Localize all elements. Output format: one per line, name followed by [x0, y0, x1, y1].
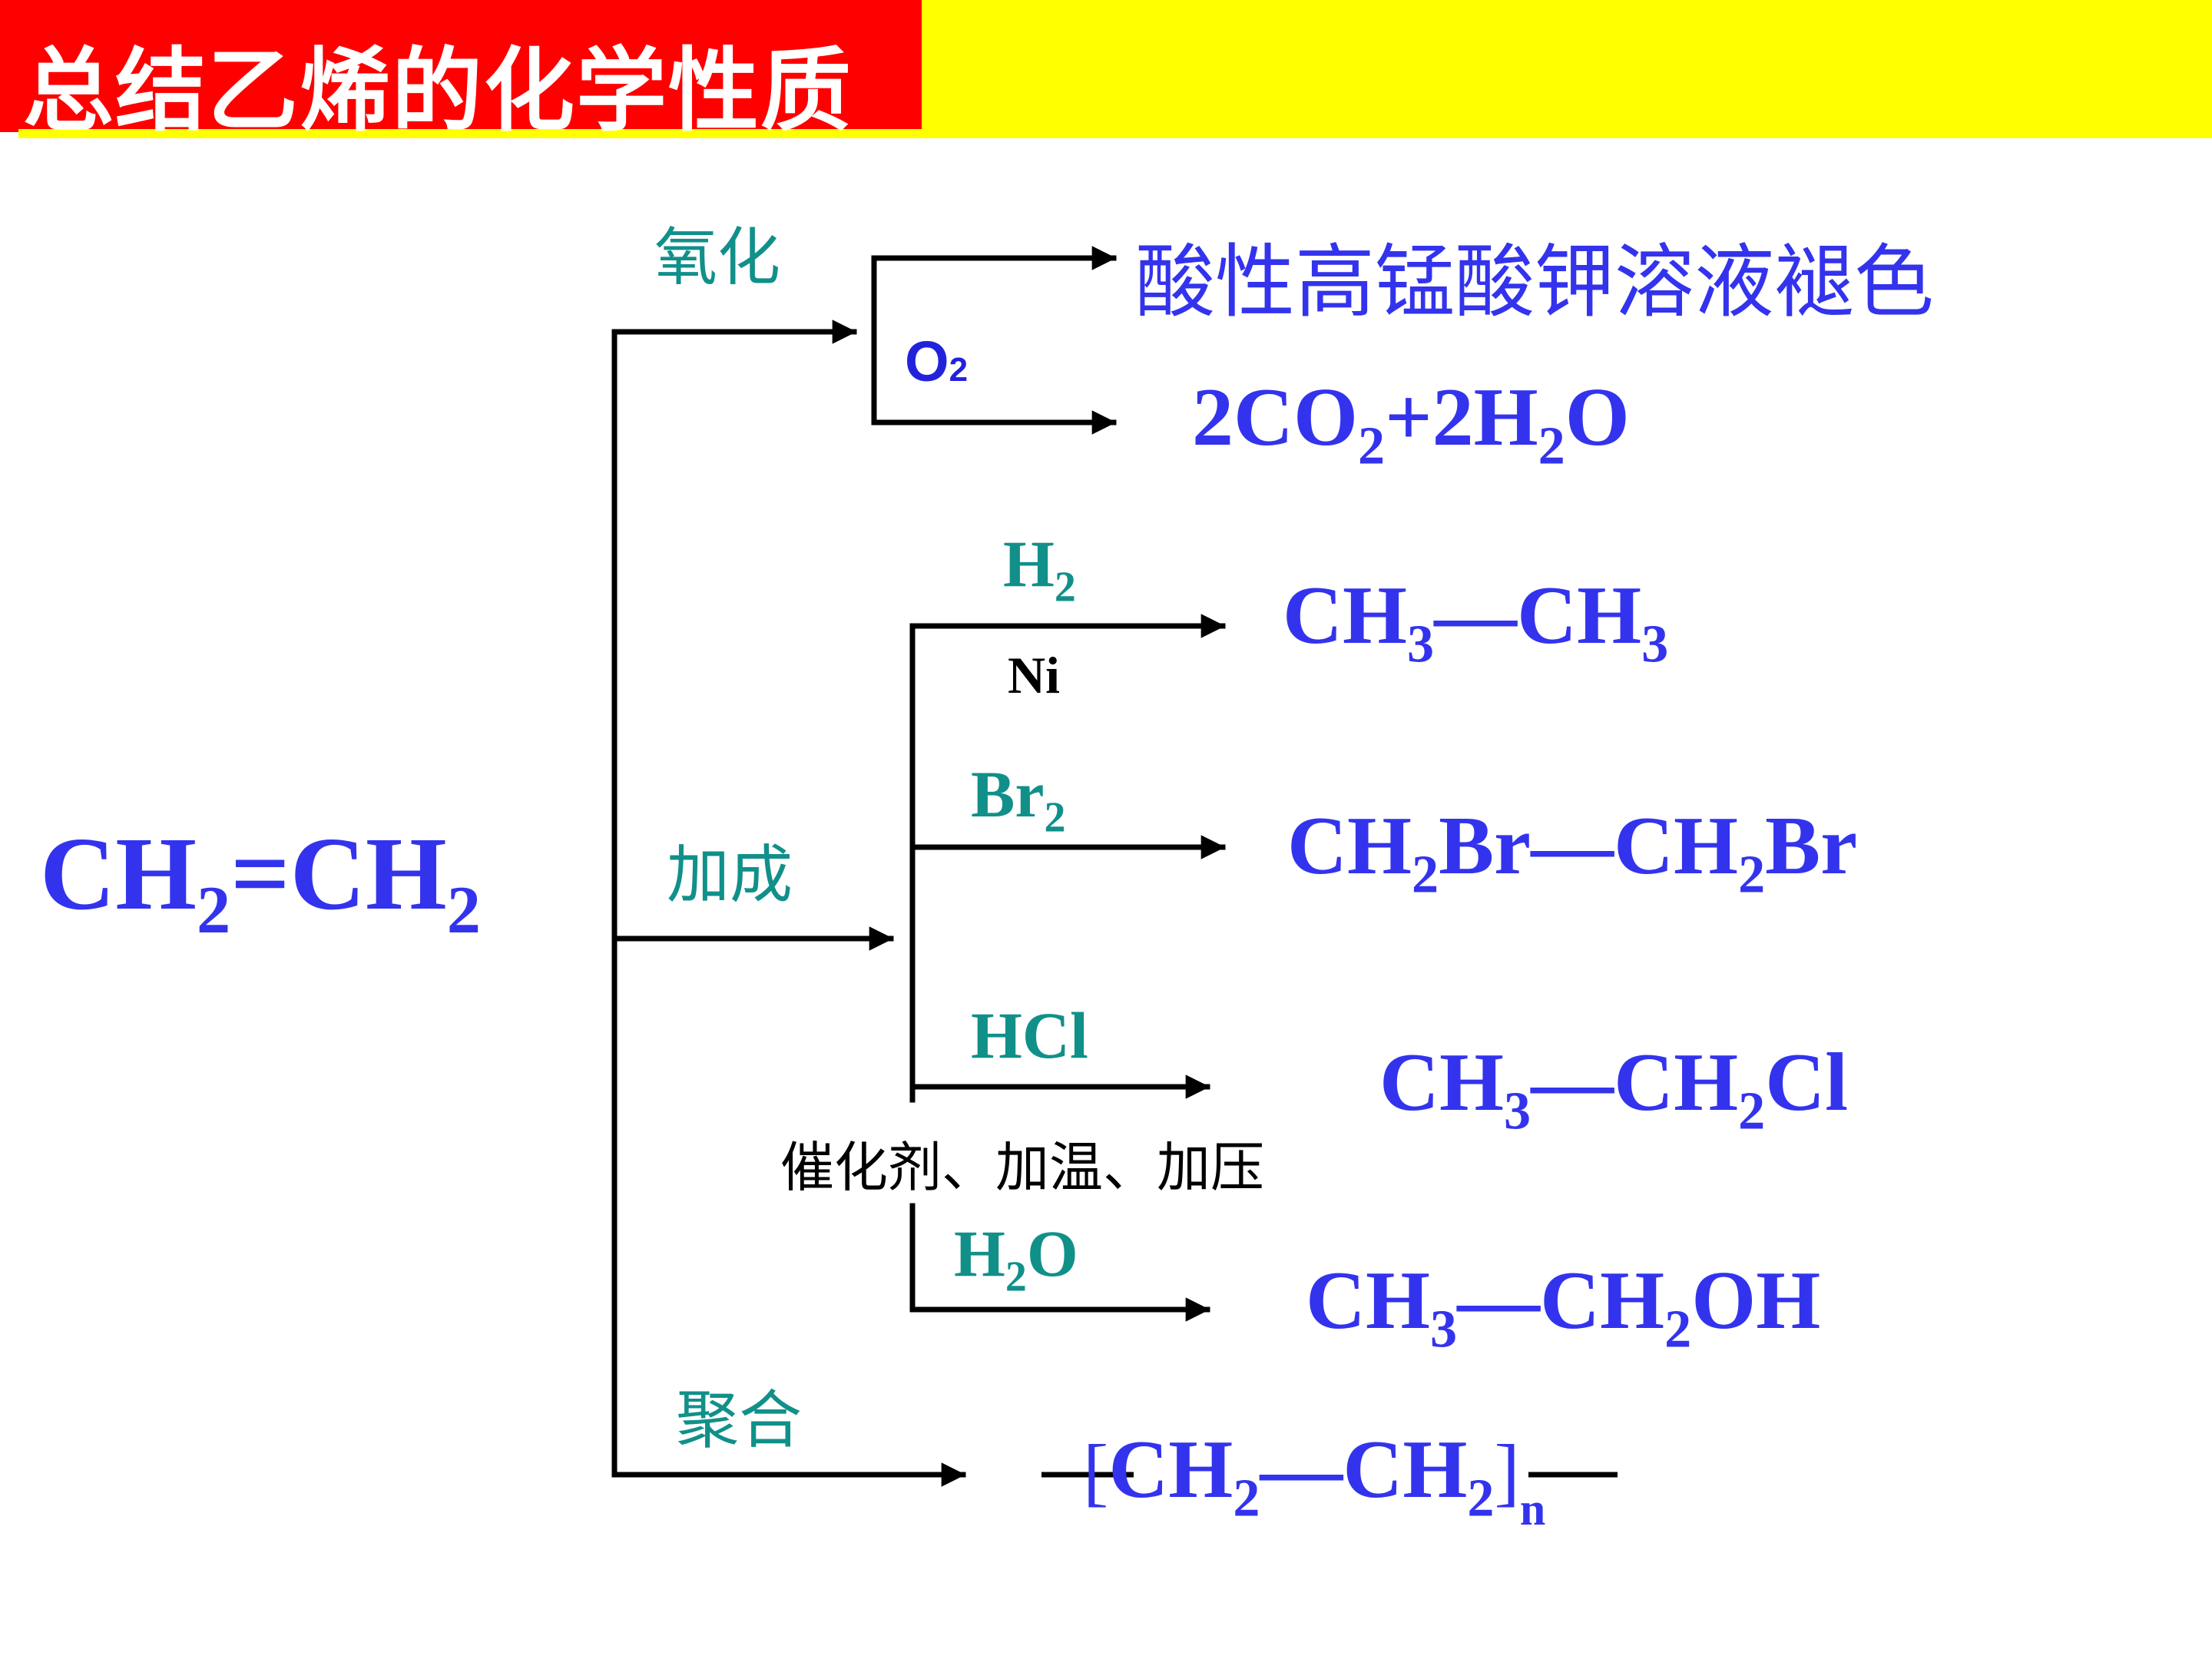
reagent-o2: O2	[905, 329, 968, 394]
product-kmno4-decolor: 酸性高锰酸钾溶液褪色	[1135, 235, 1935, 329]
formula-sub: 3	[1430, 1299, 1458, 1359]
formula-part: H	[954, 1217, 1005, 1290]
reactant-sub: 2	[446, 872, 481, 948]
formula-sub: 2	[1664, 1299, 1692, 1359]
reactant-ethylene: CH2=CH2	[40, 814, 481, 944]
formula-sub: 2	[1538, 416, 1565, 476]
product-polyethylene: [CH2—CH2]n	[1083, 1422, 1545, 1532]
formula-part: OH	[1691, 1255, 1821, 1346]
bracket-left: [	[1083, 1429, 1109, 1514]
formula-sub: 2	[1738, 1081, 1766, 1141]
formula-sub: 2	[1044, 793, 1066, 842]
reagent-hcl: HCl	[971, 998, 1088, 1072]
formula-sub: 2	[1358, 416, 1386, 476]
header-yellow-band	[922, 0, 2212, 138]
formula-sub: 2	[1738, 844, 1766, 905]
reagent-o2-o: O	[905, 329, 949, 393]
reagent-br2: Br2	[971, 756, 1066, 839]
condition-ni: Ni	[1008, 646, 1060, 704]
header-red-band	[0, 0, 922, 132]
reagent-h2: H2	[1003, 525, 1076, 609]
product-co2-h2o: 2CO2+2H2O	[1192, 370, 1630, 473]
reagent-o2-sub: 2	[949, 351, 969, 389]
product-ethanol: CH3—CH2OH	[1306, 1253, 1821, 1356]
reactant-sub: 2	[197, 872, 231, 948]
formula-part: O	[1565, 372, 1630, 463]
label-polymerization: 聚合	[676, 1384, 803, 1457]
label-oxidation: 氧化	[654, 221, 781, 294]
reactant-part: =CH	[230, 816, 447, 932]
product-ethane: CH3—CH3	[1283, 568, 1668, 671]
formula-sub: 3	[1407, 614, 1435, 674]
formula-part: —CH	[1457, 1255, 1665, 1346]
formula-part: H	[1003, 527, 1055, 601]
formula-sub: 2	[1005, 1253, 1027, 1301]
product-chloroethane: CH3—CH2Cl	[1379, 1035, 1849, 1138]
formula-sub: 3	[1504, 1081, 1532, 1141]
formula-part: CH	[1306, 1255, 1430, 1346]
header-underline	[18, 129, 2212, 138]
formula-part: —CH	[1531, 1037, 1739, 1128]
formula-sub: 2	[1467, 1468, 1495, 1528]
formula-part: —CH	[1260, 1424, 1468, 1515]
formula-part: +2H	[1385, 372, 1538, 463]
page-title: 总结乙烯的化学性质	[23, 38, 853, 144]
reactant-part: CH	[40, 816, 197, 932]
reagent-h2o: H2O	[954, 1215, 1078, 1299]
polymer-n-subscript: n	[1519, 1484, 1546, 1535]
formula-part: Br	[971, 757, 1045, 831]
formula-part: Br—CH	[1439, 800, 1739, 892]
formula-part: CH	[1108, 1424, 1233, 1515]
formula-part: —CH	[1434, 570, 1642, 661]
formula-part: Cl	[1765, 1037, 1849, 1128]
bracket-right: ]	[1494, 1429, 1520, 1514]
formula-part: CH	[1287, 800, 1412, 892]
formula-part: CH	[1283, 570, 1407, 661]
formula-sub: 2	[1054, 563, 1076, 611]
formula-part: CH	[1379, 1037, 1504, 1128]
label-addition: 加成	[667, 839, 793, 912]
formula-sub: 3	[1641, 614, 1669, 674]
product-dibromoethane: CH2Br—CH2Br	[1287, 799, 1858, 902]
condition-catalyst-heat-pressure: 催化剂、加温、加压	[780, 1136, 1264, 1199]
formula-part: 2CO	[1192, 372, 1358, 463]
formula-part: O	[1026, 1217, 1078, 1290]
formula-sub: 2	[1412, 844, 1439, 905]
formula-part: Br	[1765, 800, 1858, 892]
formula-sub: 2	[1233, 1468, 1260, 1528]
